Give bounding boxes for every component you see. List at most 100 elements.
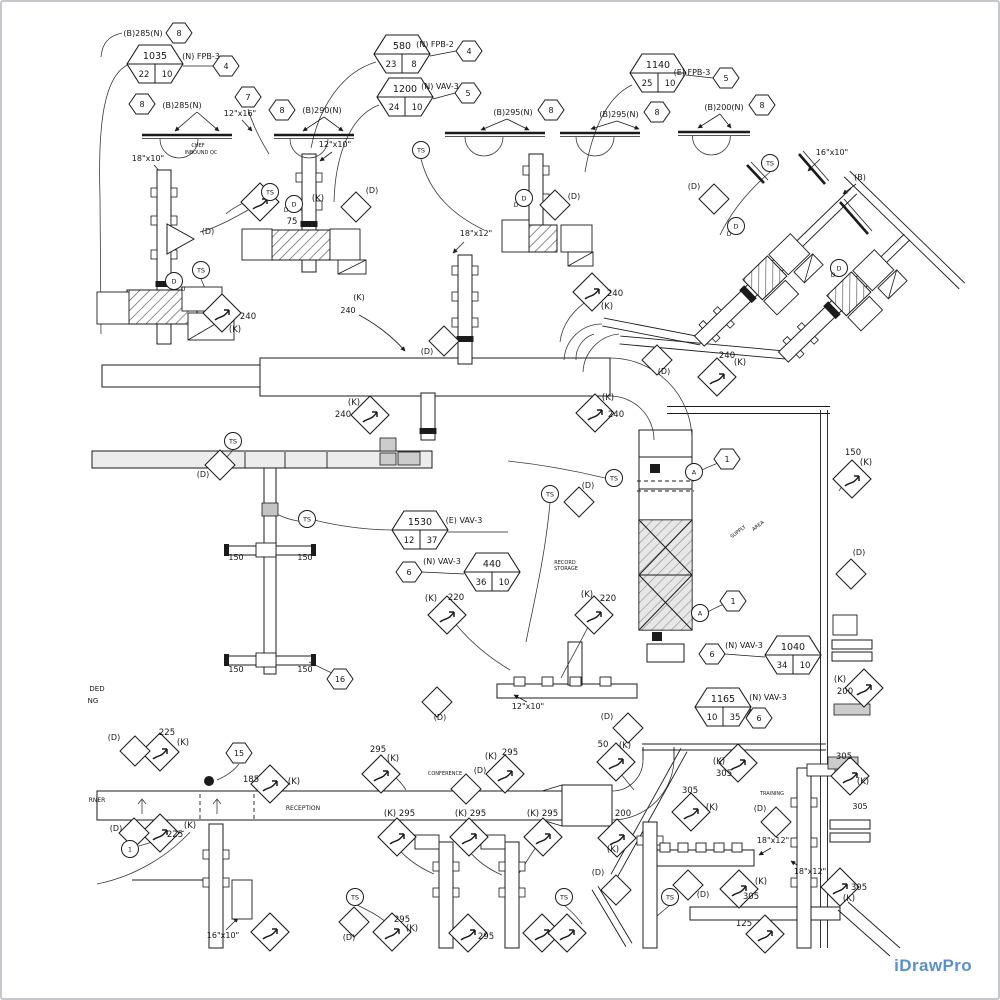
return-diamond-symbol: (D)	[108, 733, 151, 767]
diffuser-symbol: 295	[448, 913, 494, 953]
label-text: (D)	[658, 367, 670, 376]
airflow-arrow-icon	[497, 770, 513, 782]
label-text: 12"x10"	[319, 140, 351, 149]
return-diamond-symbol: (D)	[641, 344, 673, 376]
label-text: 1040	[781, 642, 805, 653]
label-text: 150	[228, 665, 243, 674]
label-text: DED	[89, 685, 104, 693]
label-text: 6	[756, 714, 761, 723]
diffuser-symbol: 225(K)	[140, 813, 196, 853]
diffuser-symbol: (K) 305	[713, 743, 758, 783]
watermark: iDrawPro	[894, 956, 972, 975]
label-text: 580	[393, 41, 411, 52]
label-text: (B)285(N)	[162, 101, 201, 110]
label-text: 305	[716, 769, 732, 779]
label-text: (D)	[108, 733, 120, 742]
airflow-arrow-icon	[535, 833, 551, 845]
return-diamond-symbol: (D)	[601, 712, 644, 744]
label-text: (K)	[713, 757, 725, 767]
label-text: (B)	[854, 173, 866, 182]
label-text: D	[181, 286, 186, 293]
label-text: 10	[800, 661, 811, 671]
label-text: (B)200(N)	[704, 103, 743, 112]
label-text: 220	[600, 594, 616, 604]
label-text: (K)	[387, 754, 399, 764]
label-text: 1	[128, 845, 132, 853]
label-text: D	[291, 200, 296, 208]
label-text: 8	[176, 29, 181, 38]
label-text: TS	[265, 188, 274, 196]
label-text: (K)	[607, 845, 619, 855]
keynote-hexagon: 8(B)295(N)	[599, 101, 671, 123]
damper-symbol: D	[165, 272, 183, 290]
label-text: 18"x10"	[132, 154, 164, 163]
label-text: D	[171, 277, 176, 285]
diffuser-symbol: 295(K)	[372, 912, 418, 952]
label-text: CHEF	[191, 143, 204, 149]
label-text: 295	[394, 915, 410, 925]
label-text: 18"x12"	[460, 229, 492, 238]
label-text: A	[698, 609, 703, 617]
label-text: (K)	[843, 894, 855, 904]
label-text: (B)285(N)	[123, 29, 162, 38]
thermostat-symbol: TS	[346, 888, 364, 906]
label-text: 150	[297, 665, 312, 674]
damper-symbol: D	[727, 217, 745, 235]
label-text: 150	[845, 448, 861, 458]
label-text: 75	[287, 217, 298, 227]
airflow-arrow-icon	[262, 780, 278, 792]
attenuator-unit	[638, 519, 693, 631]
thermostat-symbol: TS	[605, 469, 623, 487]
label-text: 240	[240, 312, 256, 322]
thermostat-symbol: TS	[298, 510, 316, 528]
keynote-hexagon: 8(B)200(N)	[704, 94, 776, 116]
rotated-fpb-assembly	[777, 249, 908, 363]
label-text: RECORD	[554, 560, 576, 566]
label-text: 295	[502, 748, 518, 758]
label-text: 440	[483, 559, 501, 570]
label-text: 220	[448, 593, 464, 603]
return-diamond-symbol: (D)	[340, 186, 378, 223]
label-text: (D)	[697, 890, 709, 899]
label-text: (K)	[288, 777, 300, 787]
airflow-arrow-icon	[731, 885, 747, 897]
label-text: (D)	[474, 766, 486, 775]
airflow-arrow-icon	[757, 930, 773, 942]
keynote-hexagon: 8(B)285(N)	[128, 93, 202, 115]
label-text: 8	[411, 60, 416, 70]
label-text: 240	[608, 410, 624, 420]
label-text: TS	[609, 474, 618, 482]
label-text: A	[692, 468, 697, 476]
diffuser-symbol: (K)295	[377, 809, 417, 857]
airflow-arrow-icon	[384, 928, 400, 940]
return-diamond-symbol: (D)	[421, 686, 453, 722]
keynote-hexagon: 16	[326, 668, 354, 690]
label-text: 5	[465, 89, 470, 98]
label-text: 150	[228, 553, 243, 562]
diffuser-symbol: 295(K)	[361, 745, 401, 794]
label-text: 1200	[393, 84, 417, 95]
return-diamond-symbol: (D)	[450, 766, 486, 805]
diffuser-symbol: (K)200	[834, 668, 884, 708]
label-text: 240	[719, 351, 735, 361]
arrow-leaders	[153, 111, 857, 931]
label-text: (K)	[734, 358, 746, 368]
label-text: (D)	[202, 227, 214, 236]
label-text: 10	[412, 103, 423, 113]
airflow-arrow-icon	[152, 829, 168, 841]
label-text: 8	[654, 108, 659, 117]
label-text: (D)	[592, 868, 604, 877]
diffuser-symbol: (K)240	[575, 393, 624, 433]
airflow-arrow-icon	[373, 770, 389, 782]
label-text: (D)	[421, 347, 433, 356]
balance-damper-dot	[204, 776, 214, 786]
label-text: D	[521, 194, 526, 202]
label-text: (N) VAV-3	[421, 82, 459, 91]
label-text: SUPPLY	[729, 524, 748, 540]
label-text: 225	[159, 728, 175, 738]
label-text: (N) FPB-2	[416, 40, 454, 49]
